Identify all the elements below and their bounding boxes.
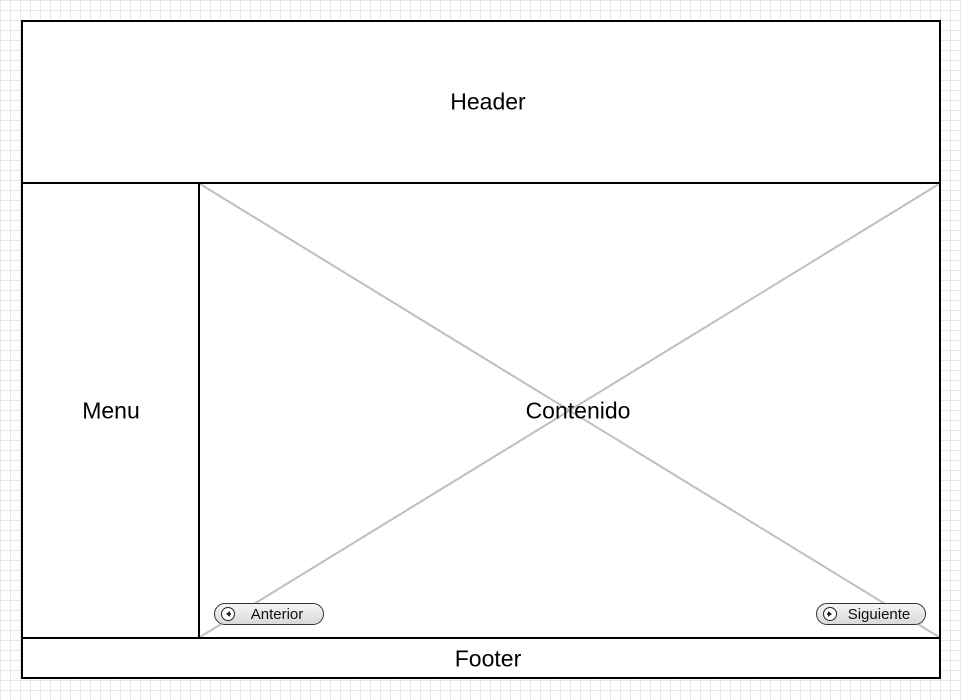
content-region: Contenido Anterior Siguiente [198,182,941,639]
footer-region: Footer [21,637,941,679]
next-button[interactable]: Siguiente [816,603,926,625]
wireframe-layout: Header Menu Contenido Anterior Siguiente… [21,20,941,679]
menu-region: Menu [21,182,201,639]
footer-label: Footer [454,645,522,672]
menu-label: Menu [82,397,140,424]
placeholder-diagonal-up [200,184,939,637]
previous-button-label: Anterior [250,605,304,623]
header-label: Header [450,88,526,115]
arrow-right-circle-icon [823,607,837,621]
content-label: Contenido [525,397,631,424]
arrow-left-circle-icon [221,607,235,621]
content-placeholder-cross [200,184,939,637]
previous-button[interactable]: Anterior [214,603,324,625]
next-button-label: Siguiente [847,605,911,623]
header-region: Header [21,20,941,184]
